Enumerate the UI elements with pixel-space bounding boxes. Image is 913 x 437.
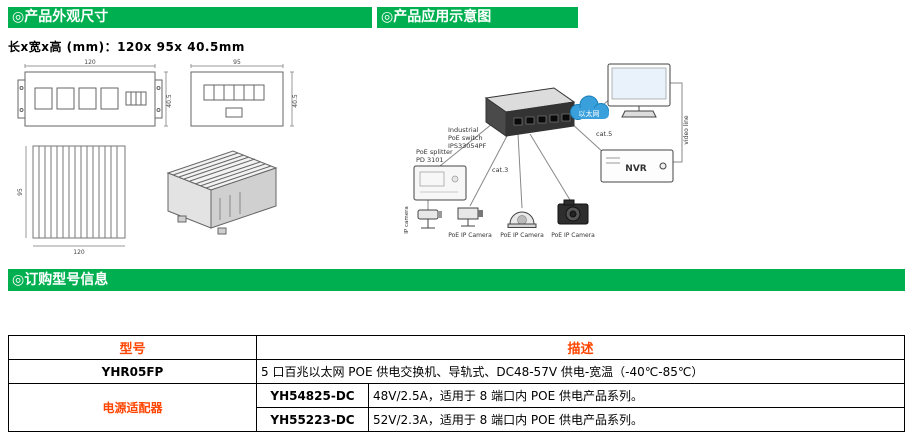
section-header-application: ◎产品应用示意图 (377, 7, 578, 28)
dimensions-note: 长x宽x高 (mm)：120x 95x 40.5mm (8, 40, 245, 54)
dim-label-height-2: 40.5 (292, 94, 299, 108)
poe-camera-label-3: PoE IP Camera (551, 232, 595, 239)
bullet-camera-icon (417, 209, 442, 229)
section-title-application: ◎产品应用示意图 (381, 9, 492, 25)
table-row-yh54825: 电源适配器 YH54825-DC 48V/2.5A，适用于 8 端口内 POE … (8, 383, 905, 432)
application-diagram: Industrial PoE switch IPS33054PF 以太网 cat… (404, 63, 690, 239)
section-header-dimensions: ◎产品外观尺寸 (8, 7, 372, 28)
ordering-table: 型号 描述 YHR05FP 5 口百兆以太网 POE 供电交换机、导轨式、DC4… (8, 335, 905, 432)
box-camera-icon (457, 207, 483, 227)
table-row-yhr05fp: YHR05FP 5 口百兆以太网 POE 供电交换机、导轨式、DC48-57V … (8, 359, 905, 384)
poe-camera-label-2: PoE IP Camera (500, 232, 544, 239)
front-view-drawing (17, 64, 168, 127)
dim-label-width: 120 (84, 59, 96, 66)
dome-camera-icon (507, 211, 537, 228)
switch-label-line1: Industrial (448, 126, 479, 134)
nvr-illustration (600, 149, 674, 183)
header-model: 型号 (8, 335, 257, 360)
table-row-yh55223: YH55223-DC 52V/2.3A，适用于 8 端口内 POE 供电产品系列… (9, 407, 905, 432)
poe-camera-label-1: PoE IP Camera (448, 232, 492, 239)
monitor-illustration (607, 63, 671, 118)
description-yhr05fp: 5 口百兆以太网 POE 供电交换机、导轨式、DC48-57V 供电-宽温（-4… (256, 359, 905, 384)
cloud-label: 以太网 (579, 109, 600, 118)
nvr-label: NVR (625, 164, 646, 174)
dim-label-width-2: 120 (73, 249, 85, 256)
dim-label-depth: 95 (233, 59, 241, 66)
section-title-dimensions: ◎产品外观尺寸 (12, 9, 109, 25)
group-label-power-adapter: 电源适配器 (8, 383, 257, 432)
video-line-label: video line (683, 115, 690, 144)
splitter-label-line2: PD 3101 (416, 156, 444, 164)
heatsink-top-view-drawing (25, 145, 126, 247)
dslr-camera-icon (557, 199, 589, 225)
ethernet-cloud-icon (570, 95, 609, 120)
isometric-view-drawing (166, 150, 278, 235)
section-header-ordering: ◎订购型号信息 (8, 269, 905, 291)
switch-label-line3: IPS33054PF (448, 142, 487, 150)
section-title-ordering: ◎订购型号信息 (12, 272, 109, 288)
switch-label-line2: PoE switch (448, 134, 483, 142)
cat5-label: cat.5 (596, 130, 612, 138)
model-yh55223: YH55223-DC (256, 407, 369, 432)
cat3-label: cat.3 (492, 166, 508, 174)
dimension-drawings: 120 40.5 95 40.5 (17, 59, 299, 256)
ip-camera-label: IP camera (404, 206, 410, 233)
side-view-drawing (190, 64, 294, 127)
poe-splitter-illustration (413, 165, 467, 201)
poe-switch-illustration (484, 87, 576, 137)
dim-label-height: 40.5 (166, 94, 173, 108)
splitter-label-line1: PoE splitter (416, 148, 453, 156)
dim-label-depth-2: 95 (17, 188, 24, 196)
model-yhr05fp: YHR05FP (8, 359, 257, 384)
model-yh54825: YH54825-DC (256, 383, 369, 408)
header-description: 描述 (256, 335, 905, 360)
table-header-row: 型号 描述 (8, 335, 905, 360)
description-yh54825: 48V/2.5A，适用于 8 端口内 POE 供电产品系列。 (368, 383, 905, 408)
description-yh55223: 52V/2.3A，适用于 8 端口内 POE 供电产品系列。 (368, 407, 905, 432)
